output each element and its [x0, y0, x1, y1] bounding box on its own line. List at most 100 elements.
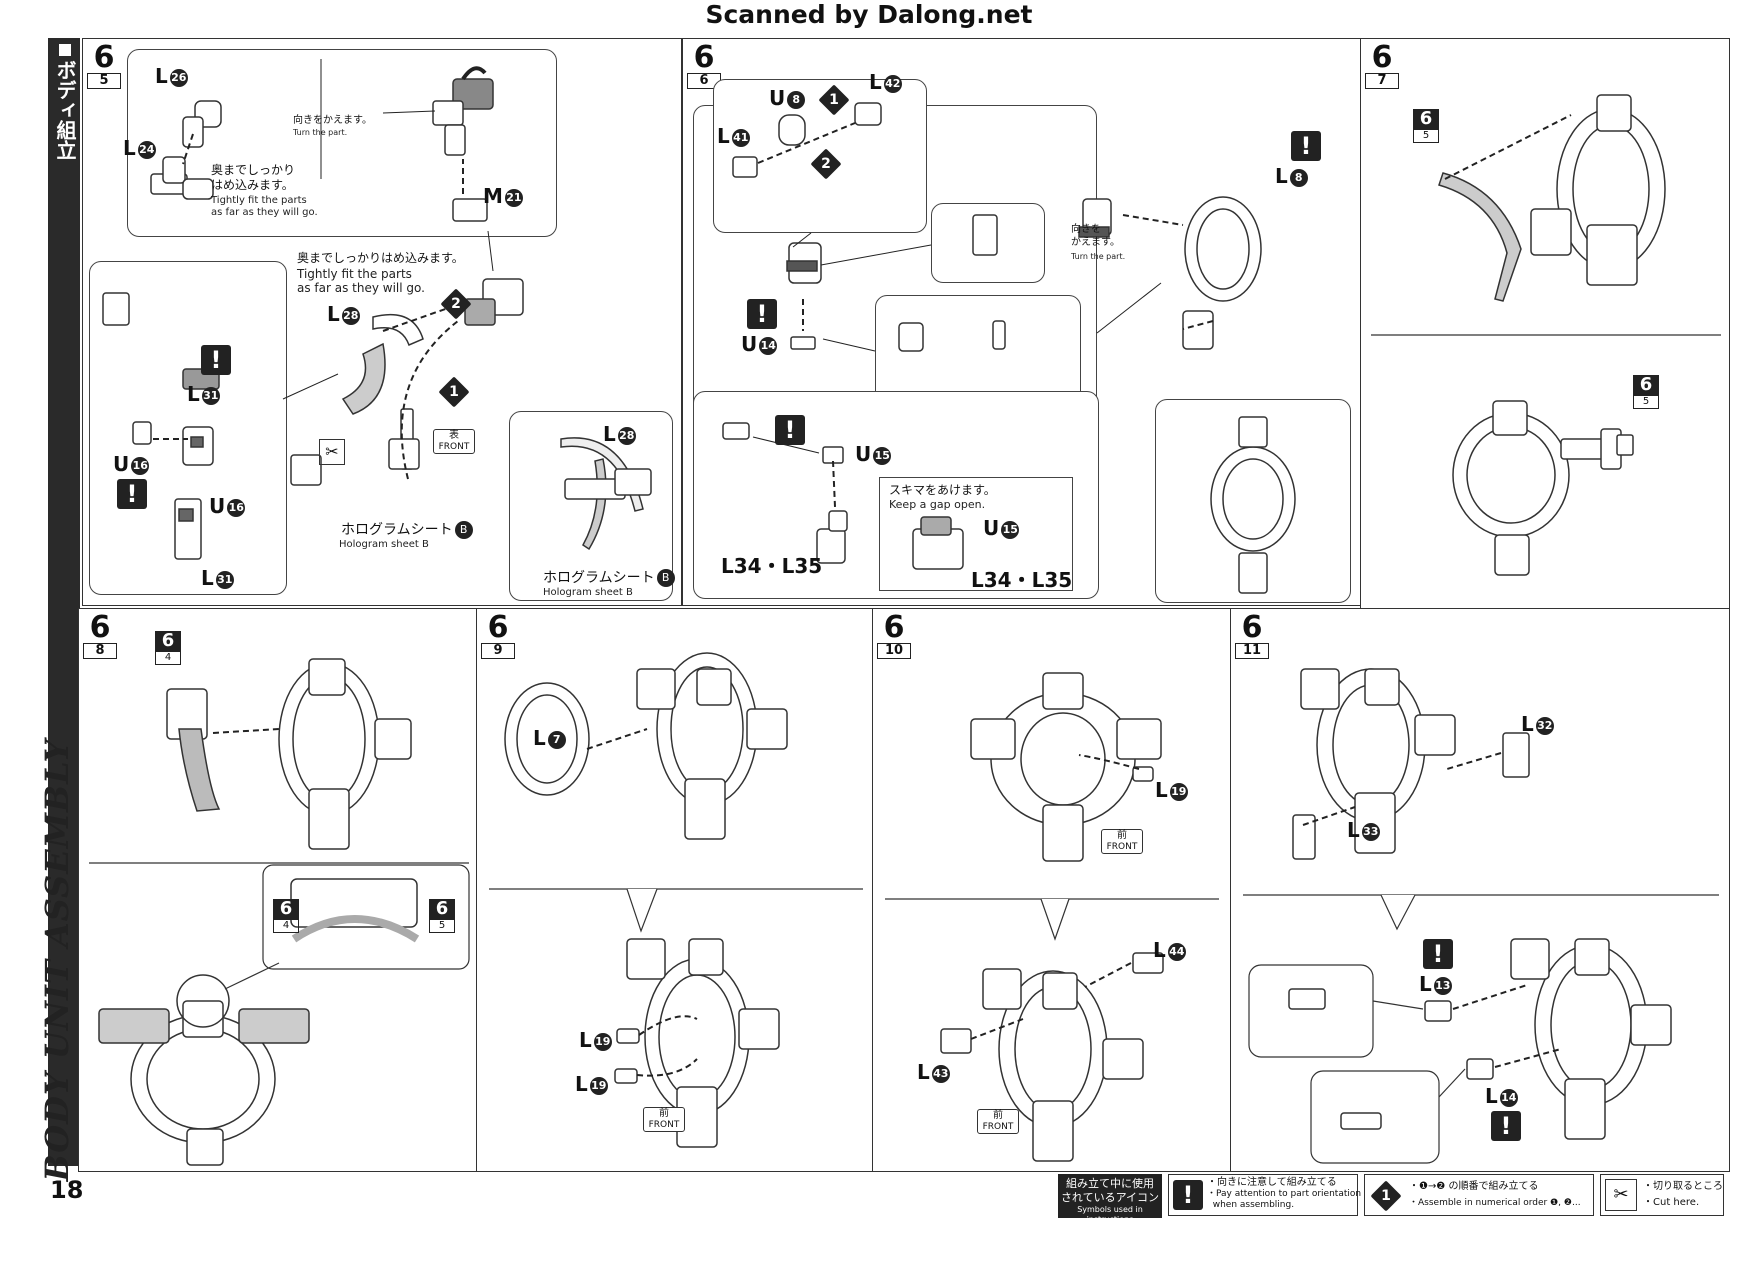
legend-cut-jp: ・切り取るところ	[1643, 1181, 1723, 1192]
sequence-1-icon: 1	[818, 84, 850, 116]
cut-icon: ✂	[1605, 1179, 1637, 1211]
attention-icon-2: !	[1491, 1111, 1521, 1141]
attention-icon: !	[1173, 1180, 1203, 1210]
hologram-sheet-en: Hologram sheet B	[339, 539, 429, 550]
sequence-2-icon: 2	[440, 288, 472, 320]
turn-instruction-jp: 向きをかえます。	[293, 115, 372, 126]
legend-attention-en: ・Pay attention to part orientation when …	[1207, 1189, 1362, 1210]
legend-sequence-jp: ・❶→❷ の順番で組み立てる	[1409, 1181, 1539, 1192]
legend-title: 組み立て中に使用 されているアイコン Symbols used in instr…	[1058, 1174, 1162, 1224]
page-number: 18	[50, 1176, 84, 1204]
attention-icon: !	[1423, 939, 1453, 969]
attention-icon-2: !	[117, 479, 147, 509]
sidebar-jp-text: ボディ組立	[53, 60, 77, 160]
icon-legend: 組み立て中に使用 されているアイコン Symbols used in instr…	[1058, 1172, 1728, 1224]
fit-instruction2-en: Tightly fit the parts as far as they wil…	[297, 267, 425, 295]
fit-instruction2-jp: 奥までしっかりはめ込みます。	[297, 251, 464, 265]
legend-sequence: 1 ・❶→❷ の順番で組み立てる ・Assemble in numerical …	[1364, 1174, 1594, 1216]
gap-instruction-jp: スキマをあけます。	[889, 483, 996, 497]
legend-title-en: Symbols used in instructions	[1077, 1205, 1143, 1224]
sidebar-bar	[48, 38, 80, 1166]
square-icon	[59, 44, 71, 56]
legend-cut: ✂ ・切り取るところ ・Cut here.	[1600, 1174, 1724, 1216]
fit-instruction-en: Tightly fit the parts as far as they wil…	[211, 195, 318, 218]
attention-icon-2: !	[1291, 131, 1321, 161]
sequence-icon: 1	[1370, 1180, 1402, 1212]
sequence-1-icon: 1	[438, 376, 470, 408]
attention-icon-3: !	[775, 415, 805, 445]
panel-6-9-illustration	[489, 652, 863, 1148]
panel-6-6-illustration	[722, 102, 1296, 594]
cut-icon: ✂	[319, 439, 345, 465]
part-label-L34-L35-b: L34・L35	[971, 568, 1073, 592]
scan-credit: Scanned by Dalong.net	[705, 0, 1033, 29]
legend-sequence-en: ・Assemble in numerical order ❶, ❷...	[1409, 1198, 1581, 1208]
turn-instruction-en: Turn the part.	[293, 128, 348, 137]
panel-6-11-illustration	[1243, 668, 1719, 1164]
sequence-2-icon: 2	[810, 148, 842, 180]
fit-instruction-jp: 奥までしっかり はめ込みます。	[211, 163, 296, 192]
attention-icon: !	[747, 299, 777, 329]
legend-attention-jp: ・向きに注意して組み立てる	[1207, 1177, 1337, 1188]
panel-6-5-illustration	[102, 59, 652, 560]
panel-6-7-illustration	[1371, 94, 1721, 576]
legend-attention: ! ・向きに注意して組み立てる ・Pay attention to part o…	[1168, 1174, 1362, 1216]
legend-title-jp: 組み立て中に使用 されているアイコン	[1060, 1177, 1160, 1204]
turn-instruction-jp: 向きを かえます。	[1071, 224, 1120, 248]
attention-icon: !	[201, 345, 231, 375]
gap-instruction-en: Keep a gap open.	[889, 498, 986, 511]
panel-6-8-illustration	[89, 658, 470, 1166]
subpanel-gap	[879, 477, 1073, 591]
panel-6-10-illustration	[885, 672, 1219, 1162]
turn-instruction-en: Turn the part.	[1071, 252, 1126, 261]
